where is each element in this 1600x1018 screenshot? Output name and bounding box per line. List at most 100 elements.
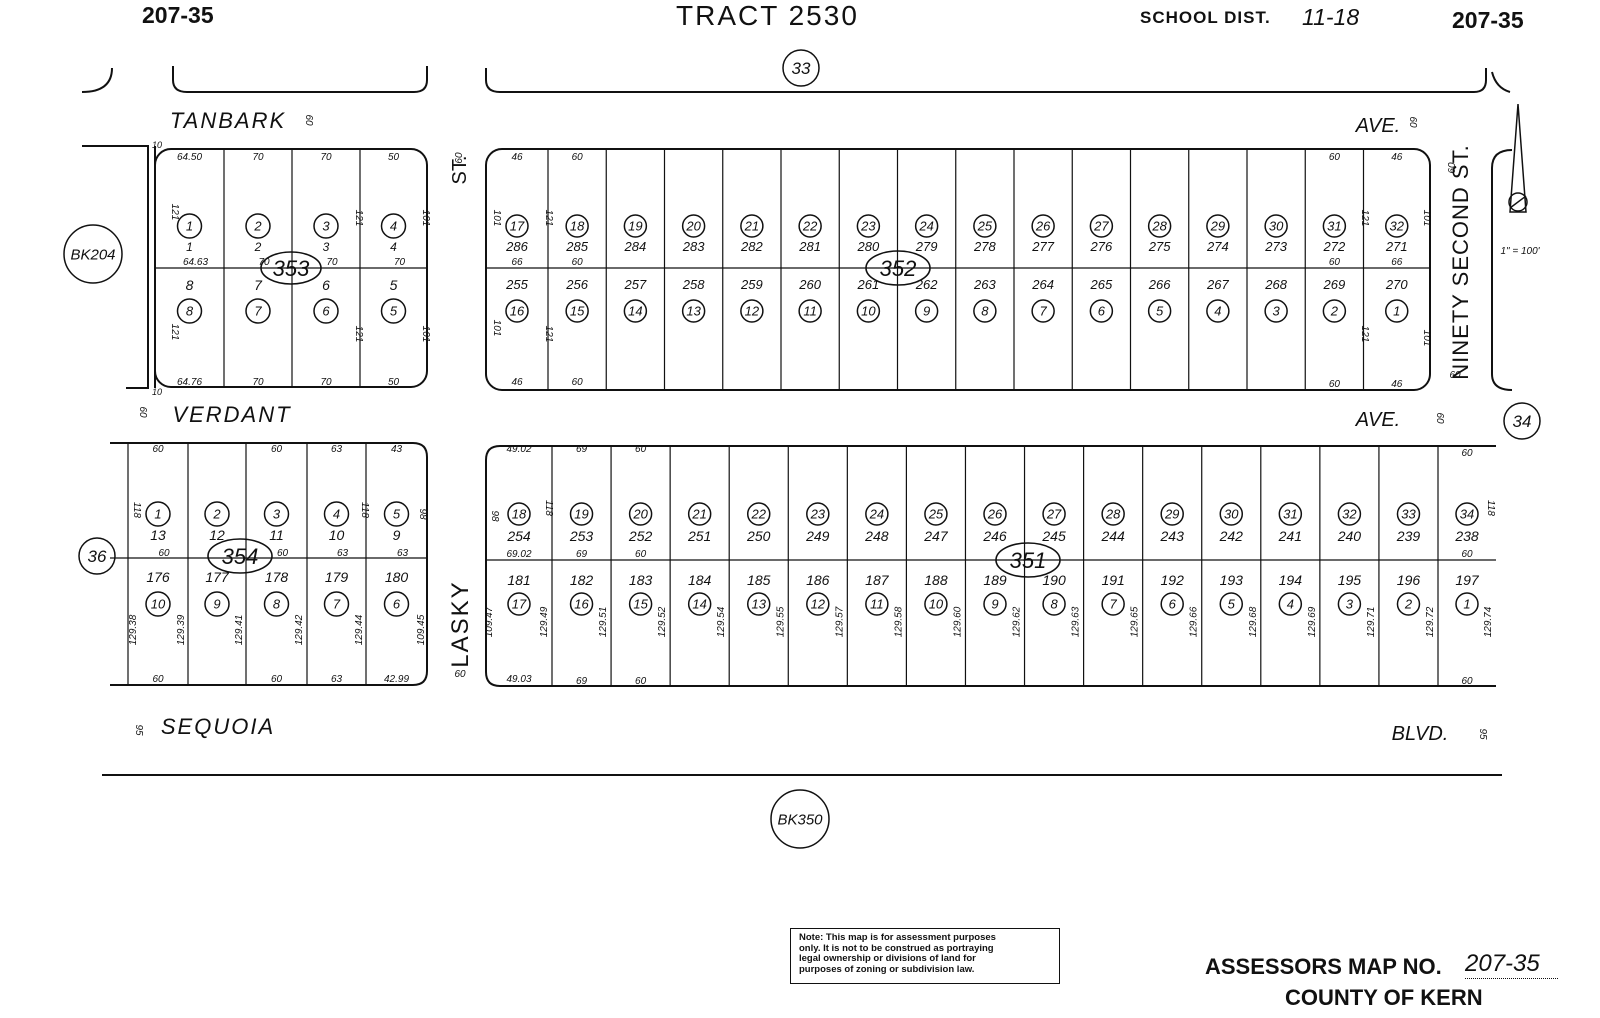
block-352-bottom-lot-ring: [505, 299, 529, 323]
block-352-top-lot: 20: [685, 219, 701, 234]
block-354-top-lot: 3: [273, 507, 281, 522]
block-352-top-lot: 27: [1093, 219, 1109, 234]
block-351-bottom-parcel: 191: [1101, 572, 1124, 588]
block-351-top-lot: 27: [1046, 507, 1062, 522]
block-352-bottom-lot: 5: [1156, 304, 1164, 319]
block-352-top-parcel: 284: [624, 239, 647, 254]
block-352-bottom-lot-ring: [1385, 299, 1409, 323]
block-351-top-lot-ring: [1042, 502, 1066, 526]
block-354-top-lot: 2: [212, 507, 221, 522]
block-352-top-lot-ring: [623, 214, 648, 238]
street-name-tanbark: TANBARK: [170, 108, 286, 133]
disclaimer-note: Note: This map is for assessment purpose…: [790, 928, 1060, 984]
block-352-bottom-parcel: 261: [857, 277, 880, 292]
block-351-south-side-dim: 109.47: [484, 606, 495, 637]
block-354-south-side-dim: 129.38: [128, 614, 139, 645]
block-352-side-dim: 101: [491, 320, 502, 337]
width-sequoia: 95: [133, 724, 144, 736]
block-353-side-dim: 121: [169, 204, 180, 221]
block-352-bottom-parcel: 270: [1385, 277, 1408, 292]
block-353-side-dim: 101: [420, 326, 431, 343]
block-351-bottom-parcel: 192: [1161, 572, 1185, 588]
block-351-bottom-lot: 17: [512, 597, 527, 612]
block-351-outline: [485, 445, 1496, 687]
block-352-top-lot: 17: [510, 219, 525, 234]
block-353-bottom-lot: 7: [254, 304, 262, 319]
block-351-south-dim: 69: [576, 676, 588, 687]
block-352-top-lot-ring: [1264, 214, 1288, 238]
block-351-top-lot-ring: [1101, 502, 1125, 526]
block-351-bottom-lot-ring: [806, 592, 830, 616]
block-352-bottom-lot-ring: [740, 299, 764, 323]
block-351-bottom-parcel: 182: [570, 572, 594, 588]
block-353-south-dim: 64.76: [177, 377, 202, 388]
block-352-top-lot: 24: [918, 219, 933, 234]
block-351-bottom-lot-ring: [1160, 592, 1184, 616]
block-351-bottom-parcel: 181: [507, 572, 530, 588]
street-suffix-lasky: ST.: [449, 156, 471, 185]
block-352-bottom-lot: 6: [1098, 304, 1106, 319]
block-354-north-dim: 63: [331, 444, 343, 455]
block-352-side-dim: 121: [543, 326, 554, 343]
width-tanbark: 60: [303, 114, 314, 126]
block-352-bottom-parcel: 259: [740, 277, 763, 292]
note-line-4: purposes of zoning or subdivision law.: [799, 963, 975, 975]
block-352-outline: [485, 148, 1431, 391]
block-354-south-side-dim: 129.44: [354, 614, 365, 645]
block-351-top-lot-ring: [507, 502, 531, 526]
block-352-bottom-lot: 10: [861, 304, 876, 319]
block-351-top-lot: 34: [1460, 507, 1474, 522]
block-354-side-dim: 98: [417, 508, 428, 520]
block-351-top-parcel: 240: [1337, 528, 1362, 544]
block-351-bottom-parcel: 196: [1397, 572, 1421, 588]
block-351-south-dim: 49.03: [506, 674, 531, 685]
block-352-bottom-lot-ring: [798, 299, 822, 323]
block-353-top-lot-ring: [176, 213, 203, 239]
block-351-south-side-dim: 129.60: [952, 606, 963, 637]
block-351-top-parcel: 242: [1219, 528, 1244, 544]
block-352-bottom-parcel: 262: [915, 277, 938, 292]
width-ninety-second-bottom: 60: [1449, 370, 1461, 381]
block-352-mid-dim: 66: [1391, 257, 1403, 268]
block-353-top-parcel: 1: [186, 240, 193, 254]
block-351-top-lot: 28: [1105, 507, 1121, 522]
block-351-bottom-lot: 12: [811, 597, 826, 612]
block-351-top-lot-ring: [1160, 502, 1184, 526]
block-351-top-parcel: 239: [1396, 528, 1421, 544]
block-352-top-lot: 23: [860, 219, 876, 234]
block-352-bottom-lot-ring: [565, 299, 589, 323]
block-352-bottom-lot: 15: [570, 304, 585, 319]
block-352-top-lot-ring: [1031, 214, 1055, 238]
block-351-top-parcel: 241: [1278, 528, 1302, 544]
width-tanbark-east: 60: [1407, 116, 1418, 128]
block-351-top-lot-ring: [806, 502, 830, 526]
block-351-bottom-lot-ring: [687, 592, 712, 616]
block-353-mid-dim: 70: [326, 257, 338, 268]
block-354-outline: [110, 442, 428, 686]
school-dist-label: SCHOOL DIST.: [1140, 8, 1271, 27]
street-name-sequoia: SEQUOIA: [161, 714, 275, 739]
block-352-bottom-parcel: 255: [505, 277, 528, 292]
block-number-352: 352: [880, 256, 917, 281]
block-352-bottom-parcel: 260: [798, 277, 821, 292]
block-351-north-dim: 49.02: [506, 444, 531, 455]
block-353-south-dim: 70: [320, 377, 332, 388]
block-352-top-parcel: 282: [740, 239, 763, 254]
block-351-south-side-dim: 129.51: [598, 607, 609, 638]
block-352-top-lot: 31: [1327, 219, 1341, 234]
block-351-side-dim: 118: [543, 500, 554, 516]
block-354-top-lot-ring: [204, 501, 230, 527]
block-352-top-lot: 19: [628, 219, 642, 234]
block-352-top-parcel: 286: [505, 239, 528, 254]
block-352-bottom-lot: 2: [1330, 304, 1339, 319]
block-351-south-side-dim: 129.52: [657, 606, 668, 637]
block-354-bottom-lot: 8: [273, 597, 281, 612]
map-ref-33: 33: [792, 59, 811, 78]
block-351-mid-dim: 69.02: [506, 549, 531, 560]
block-353-side-dim: 101: [420, 210, 431, 227]
block-351-mid-dim: 69: [576, 549, 588, 560]
block-351-bottom-lot-ring: [746, 592, 771, 616]
block-354-bottom-parcel: 178: [265, 569, 289, 585]
block-351-south-dim: 60: [1461, 676, 1473, 687]
map-ref-bk204: BK204: [70, 246, 115, 263]
